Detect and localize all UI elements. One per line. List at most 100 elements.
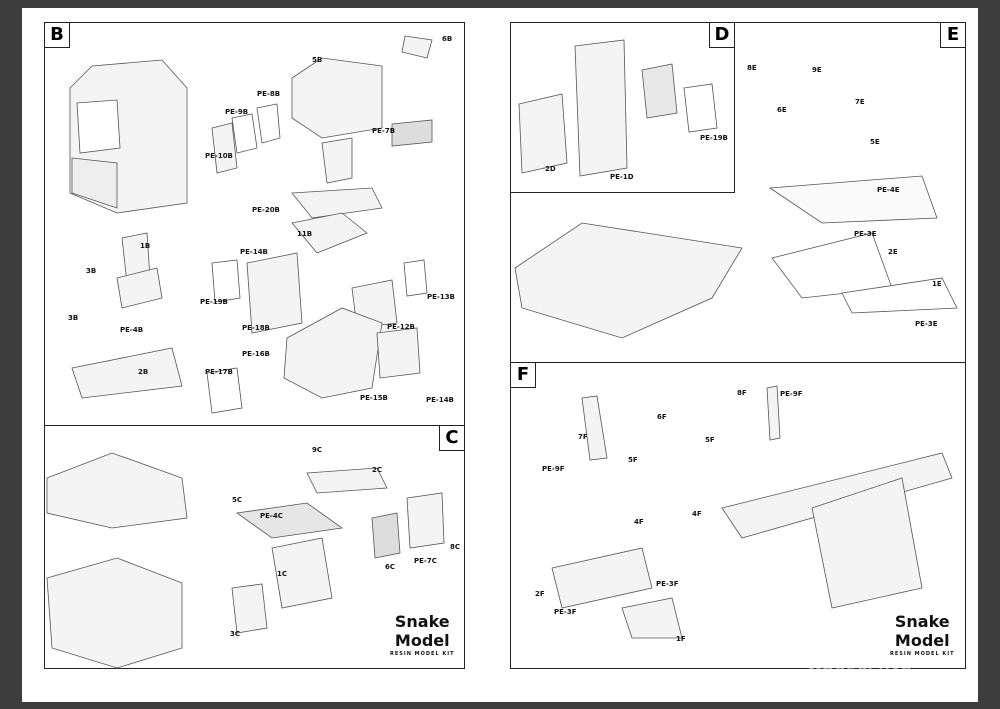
part-label: 8F xyxy=(737,389,747,397)
watermark-line-1: МОДЕЛЬНАЯ xyxy=(808,665,912,681)
part-label: PE-12B xyxy=(387,323,415,331)
part-label: 5F xyxy=(705,436,715,444)
cab-body xyxy=(283,307,383,399)
part-label: 6F xyxy=(657,413,667,421)
part-label: PE-7B xyxy=(372,127,396,135)
part-label: 1F xyxy=(676,635,686,643)
part-label: 5C xyxy=(232,496,243,504)
panel-letter-e: E xyxy=(940,22,966,48)
logo-line-1: Snake xyxy=(894,612,950,631)
engine-block-assembled xyxy=(46,557,183,669)
loader-arms-assembled xyxy=(811,477,923,609)
part-pe-15b xyxy=(376,327,421,379)
part-6b xyxy=(401,35,433,59)
part-5b xyxy=(291,57,383,139)
part-label: 7F xyxy=(578,433,588,441)
part-label: 6C xyxy=(385,563,396,571)
part-label: PE-4B xyxy=(120,326,144,334)
part-pe-19b-frame xyxy=(683,83,718,133)
fender-assembled xyxy=(514,222,743,339)
part-pe-8b xyxy=(256,103,281,144)
part-pe-18b xyxy=(246,252,303,334)
panel-f xyxy=(510,362,966,669)
door-glass xyxy=(641,63,678,119)
part-pe-4c xyxy=(235,502,344,539)
panel-letter-b: B xyxy=(44,22,70,48)
part-pe-17b xyxy=(206,367,243,414)
part-label: PE-9B xyxy=(225,108,249,116)
part-label: 6B xyxy=(442,35,453,43)
snake-model-logo: Snake Model RESIN MODEL KIT xyxy=(390,612,455,658)
snake-model-logo: Snake Model RESIN MODEL KIT xyxy=(890,612,955,658)
part-2f xyxy=(551,547,653,609)
part-label: 8C xyxy=(450,543,461,551)
part-3c xyxy=(231,583,268,634)
part-label: 2F xyxy=(535,590,545,598)
logo-line-2: Model xyxy=(394,631,450,650)
part-label: PE-3F xyxy=(656,580,679,588)
part-label: PE-3E xyxy=(854,230,877,238)
part-label: 2D xyxy=(545,165,556,173)
part-label: 1B xyxy=(140,242,151,250)
part-label: PE-20B xyxy=(252,206,280,214)
panel-letter-c: C xyxy=(439,425,465,451)
part-label: PE-19B xyxy=(700,134,728,142)
part-label: 11B xyxy=(297,230,313,238)
part-pe-7b xyxy=(391,119,433,147)
part-label: 4F xyxy=(692,510,702,518)
part-label: 1C xyxy=(277,570,288,578)
part-label: PE-4E xyxy=(877,186,900,194)
watermark: МОДЕЛЬНАЯ ЛАВКА xyxy=(808,664,912,700)
part-label: PE-13B xyxy=(427,293,455,301)
part-label: PE-3F xyxy=(554,608,577,616)
part-label: 9E xyxy=(812,66,822,74)
part-label: PE-9F xyxy=(542,465,565,473)
panel-d xyxy=(510,22,735,193)
part-label: 2E xyxy=(888,248,898,256)
part-8f xyxy=(766,385,781,441)
logo-line-2: Model xyxy=(894,631,950,650)
logo-tagline: RESIN MODEL KIT xyxy=(890,651,955,657)
part-label: 5B xyxy=(312,56,323,64)
part-label: 2C xyxy=(372,466,383,474)
part-label: 2B xyxy=(138,368,149,376)
part-1c xyxy=(271,537,333,609)
part-label: PE-3E xyxy=(915,320,938,328)
part-pe-9b xyxy=(231,113,258,154)
part-label: PE-1D xyxy=(610,173,634,181)
part-label: 7E xyxy=(855,98,865,106)
part-label: PE-16B xyxy=(242,350,270,358)
part-7f xyxy=(581,395,608,461)
part-pe-1d xyxy=(574,39,628,177)
floor-plate xyxy=(291,187,383,219)
part-label: PE-17B xyxy=(205,368,233,376)
engine-hood-assembled xyxy=(46,452,188,529)
logo-tagline: RESIN MODEL KIT xyxy=(390,651,455,657)
part-pe-13b xyxy=(403,259,428,297)
part-label: PE-15B xyxy=(360,394,388,402)
watermark-line-2: ЛАВКА xyxy=(832,683,888,699)
part-6c xyxy=(371,512,401,559)
part-8c xyxy=(406,492,445,549)
panel-letter-f: F xyxy=(510,362,536,388)
bucket-assembled xyxy=(721,452,953,539)
part-1e xyxy=(841,277,958,314)
part-2b xyxy=(71,347,183,399)
part-label: 6E xyxy=(777,106,787,114)
part-label: 3B xyxy=(86,267,97,275)
part-label: PE-14B xyxy=(426,396,454,404)
part-label: PE-8B xyxy=(257,90,281,98)
part-11b xyxy=(291,212,368,254)
seat xyxy=(321,137,353,184)
instruction-sheet: B C D E F 6B 5B PE-8B PE-9B PE-7B PE-10B… xyxy=(22,8,978,702)
part-label: 8E xyxy=(747,64,757,72)
part-label: 5F xyxy=(628,456,638,464)
part-label: 5E xyxy=(870,138,880,146)
part-label: PE-9F xyxy=(780,390,803,398)
part-label: 9C xyxy=(312,446,323,454)
cab-grille xyxy=(71,157,118,209)
seat-base xyxy=(116,267,163,309)
part-label: PE-10B xyxy=(205,152,233,160)
part-label: 3C xyxy=(230,630,241,638)
part-2c xyxy=(306,467,388,494)
